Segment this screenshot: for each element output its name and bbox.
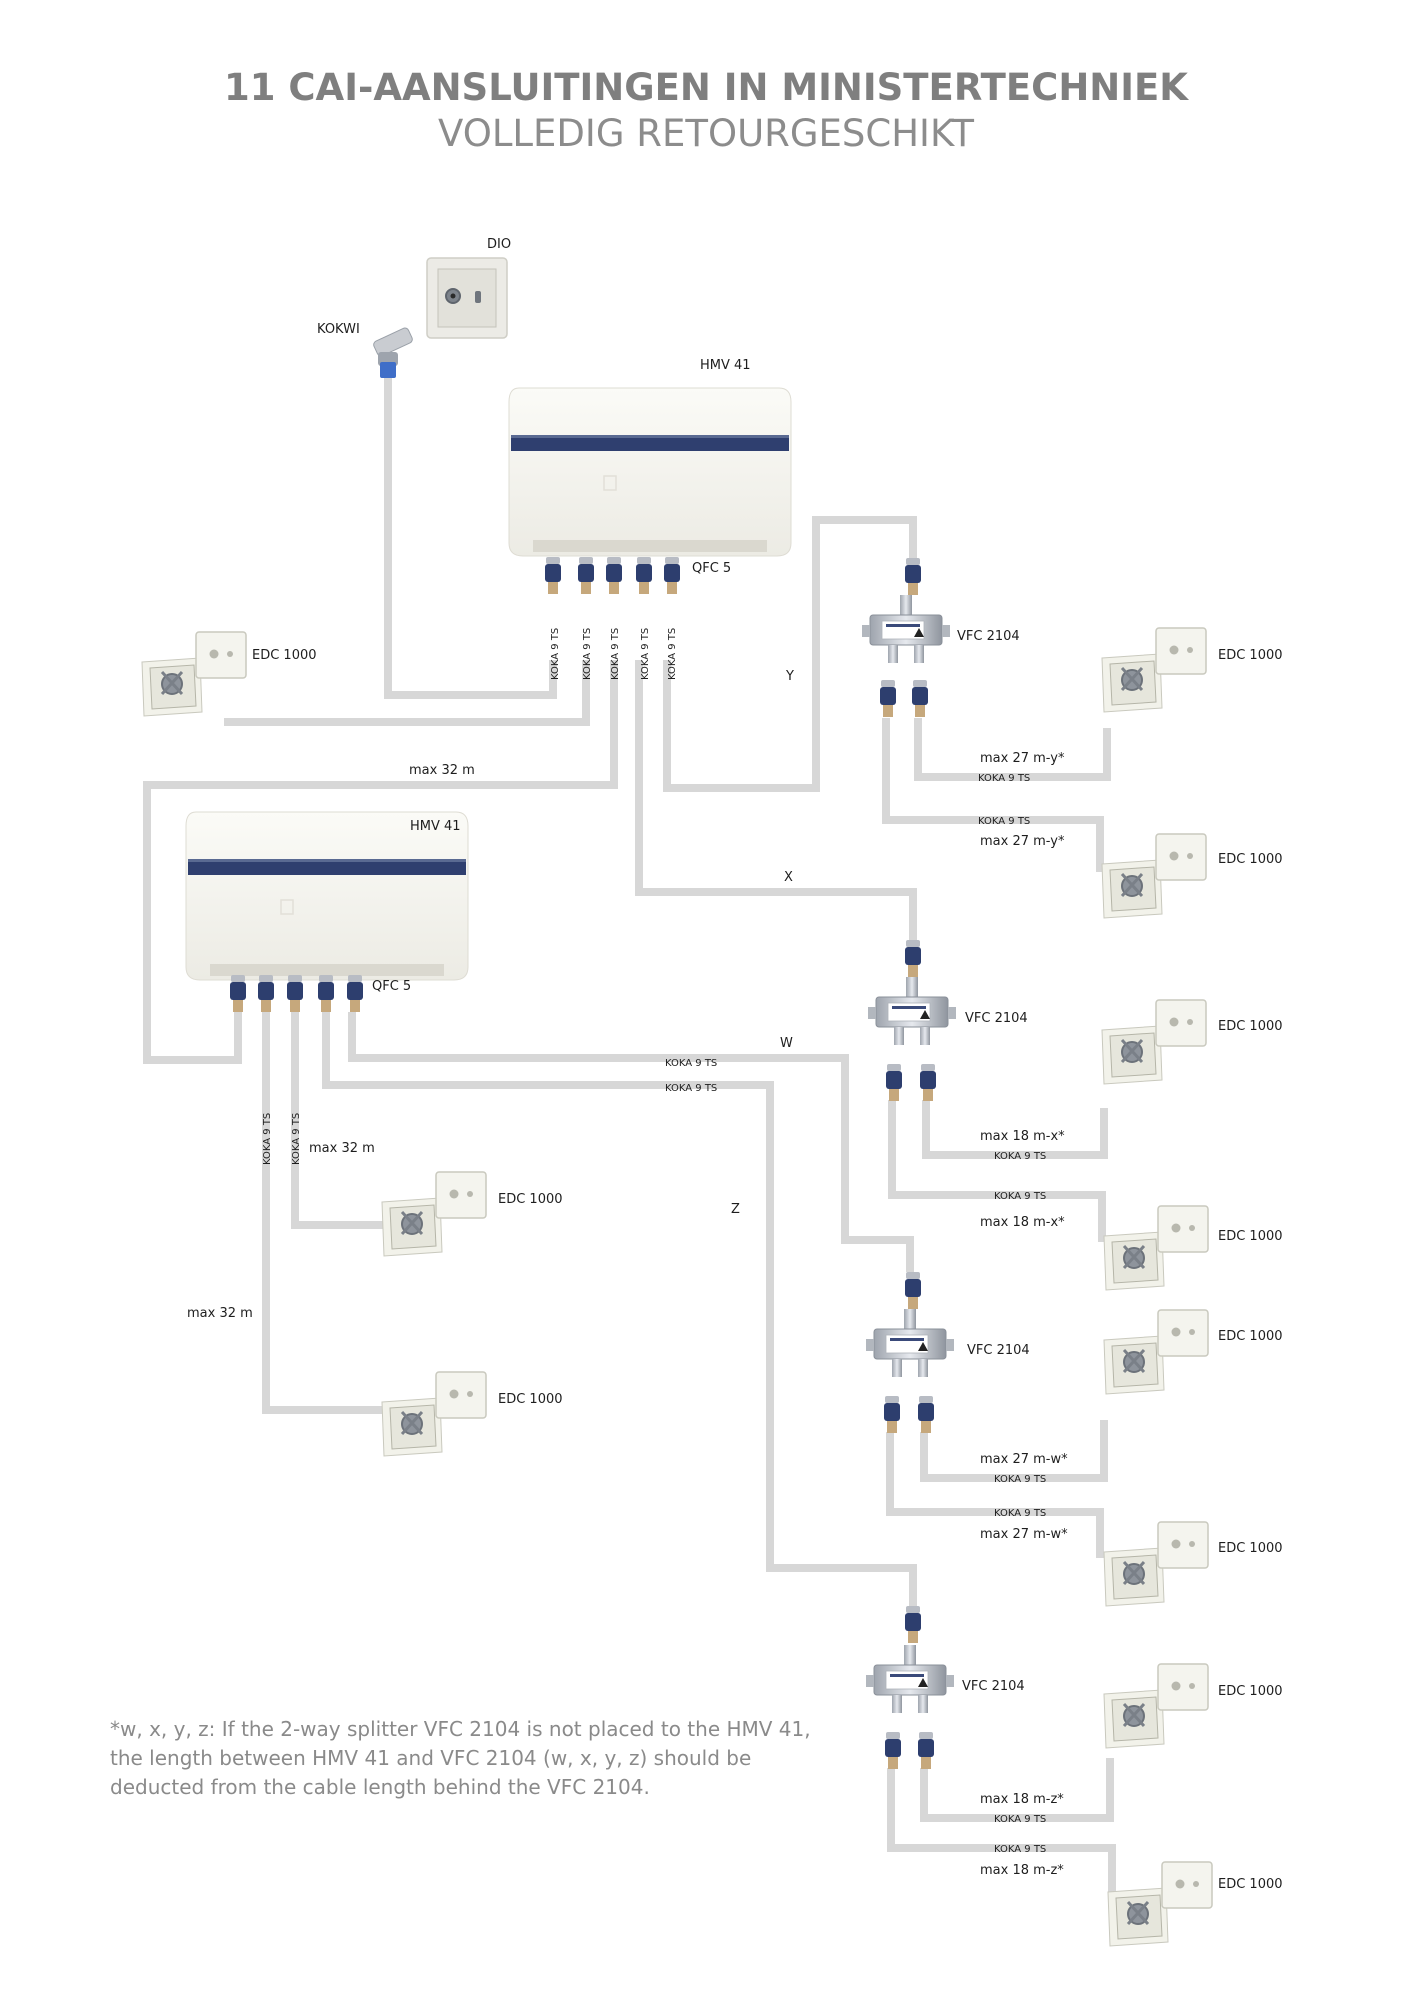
vfc2-splitter (867, 976, 957, 1046)
dio-wall-outlet (426, 257, 508, 339)
max27w-b-label: max 27 m-w* (980, 1527, 1068, 1542)
branch-y-label: Y (785, 669, 794, 684)
koka-label-w-b: KOKA 9 TS (994, 1508, 1046, 1519)
hmv-amplifier-left (185, 811, 469, 981)
koka-label-x-b: KOKA 9 TS (994, 1191, 1046, 1202)
vfc4-output-connector-1 (885, 1732, 901, 1769)
max27y-b-label: max 27 m-y* (980, 834, 1065, 849)
vfc1-output-connector-2 (912, 680, 928, 717)
koka-label-y-a: KOKA 9 TS (978, 773, 1030, 784)
edc-outlet-right-4 (1102, 1204, 1210, 1292)
max18z-a-label: max 18 m-z* (980, 1792, 1064, 1807)
edc-right-6-label: EDC 1000 (1218, 1541, 1283, 1556)
dio-label: DIO (487, 237, 511, 252)
kokwi-label: KOKWI (317, 322, 360, 337)
koka-label-y-b: KOKA 9 TS (978, 816, 1030, 827)
koka-label-top-2: KOKA 9 TS (582, 628, 593, 680)
edc-right-7-label: EDC 1000 (1218, 1684, 1283, 1699)
kokwi-connector (373, 327, 413, 378)
vfc4-output-connector-2 (918, 1732, 934, 1769)
branch-x-label: X (784, 870, 793, 885)
edc-right-8-label: EDC 1000 (1218, 1877, 1283, 1892)
koka-label-top-1: KOKA 9 TS (550, 628, 561, 680)
vfc3-label: VFC 2104 (967, 1343, 1030, 1358)
max32-mid-label: max 32 m (309, 1141, 375, 1156)
max32-top-label: max 32 m (409, 763, 475, 778)
hmv-left-label: HMV 41 (410, 819, 461, 834)
edc-right-3-label: EDC 1000 (1218, 1019, 1283, 1034)
edc-right-2-label: EDC 1000 (1218, 852, 1283, 867)
edc-outlet-right-8 (1106, 1860, 1214, 1948)
koka-label-z-b: KOKA 9 TS (994, 1844, 1046, 1855)
koka-label-w: KOKA 9 TS (665, 1058, 717, 1069)
branch-z-label: Z (731, 1202, 740, 1217)
vfc3-output-connector-1 (884, 1396, 900, 1433)
title-line1: 11 CAI-AANSLUITINGEN IN MINISTERTECHNIEK (224, 66, 1189, 109)
hmv-top-label: HMV 41 (700, 358, 751, 373)
max27y-a-label: max 27 m-y* (980, 751, 1065, 766)
koka-label-x-a: KOKA 9 TS (994, 1151, 1046, 1162)
max18x-b-label: max 18 m-x* (980, 1215, 1065, 1230)
vfc1-splitter (861, 594, 951, 664)
footnote-line2: the length between HMV 41 and VFC 2104 (… (110, 1746, 751, 1770)
edc-outlet-mid-left (380, 1170, 488, 1258)
koka-label-top-3: KOKA 9 TS (610, 628, 621, 680)
vfc3-input-connector (905, 1272, 921, 1309)
qfc-left-label: QFC 5 (372, 979, 411, 994)
koka-label-z: KOKA 9 TS (665, 1083, 717, 1094)
vfc3-output-connector-2 (918, 1396, 934, 1433)
footnote-line3: deducted from the cable length behind th… (110, 1775, 650, 1799)
qfc-connectors-left (230, 975, 363, 1012)
cables (143, 375, 1116, 1893)
max18z-b-label: max 18 m-z* (980, 1863, 1064, 1878)
koka-label-w-a: KOKA 9 TS (994, 1474, 1046, 1485)
edc-right-1-label: EDC 1000 (1218, 648, 1283, 663)
max18x-a-label: max 18 m-x* (980, 1129, 1065, 1144)
vfc4-label: VFC 2104 (962, 1679, 1025, 1694)
koka-label-top-4: KOKA 9 TS (640, 628, 651, 680)
edc-outlet-right-3 (1100, 998, 1208, 1086)
branch-w-label: W (780, 1036, 793, 1051)
hmv-amplifier-top (508, 387, 792, 557)
qfc-top-label: QFC 5 (692, 561, 731, 576)
vfc2-label: VFC 2104 (965, 1011, 1028, 1026)
koka-label-left-2: KOKA 9 TS (291, 1113, 302, 1165)
vfc4-input-connector (905, 1606, 921, 1643)
vfc1-input-connector (905, 558, 921, 595)
edc-outlet-low-left (380, 1370, 488, 1458)
edc-mid-left-label: EDC 1000 (498, 1192, 563, 1207)
edc-outlet-right-2 (1100, 832, 1208, 920)
vfc2-input-connector (905, 940, 921, 977)
vfc3-splitter (865, 1308, 955, 1378)
vfc4-splitter (865, 1644, 955, 1714)
koka-label-left-1: KOKA 9 TS (262, 1113, 273, 1165)
vfc2-output-connector-1 (886, 1064, 902, 1101)
edc-outlet-left (140, 630, 248, 718)
edc-right-5-label: EDC 1000 (1218, 1329, 1283, 1344)
max27w-a-label: max 27 m-w* (980, 1452, 1068, 1467)
vfc2-output-connector-2 (920, 1064, 936, 1101)
edc-outlet-right-7 (1102, 1662, 1210, 1750)
footnote-line1: *w, x, y, z: If the 2-way splitter VFC 2… (110, 1717, 811, 1741)
edc-right-4-label: EDC 1000 (1218, 1229, 1283, 1244)
max32-low-label: max 32 m (187, 1306, 253, 1321)
edc-outlet-right-5 (1102, 1308, 1210, 1396)
edc-low-left-label: EDC 1000 (498, 1392, 563, 1407)
koka-label-z-a: KOKA 9 TS (994, 1814, 1046, 1825)
edc-outlet-right-6 (1102, 1520, 1210, 1608)
qfc-connectors-top (545, 557, 680, 594)
koka-label-top-5: KOKA 9 TS (667, 628, 678, 680)
vfc1-label: VFC 2104 (957, 629, 1020, 644)
edc-left-label: EDC 1000 (252, 648, 317, 663)
vfc1-output-connector-1 (880, 680, 896, 717)
edc-outlet-right-1 (1100, 626, 1208, 714)
title-line2: VOLLEDIG RETOURGESCHIKT (438, 112, 974, 155)
